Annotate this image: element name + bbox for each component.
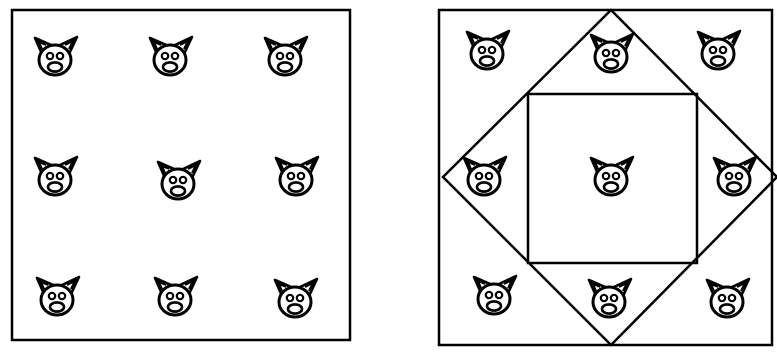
right-panel [439, 10, 777, 345]
left-panel [12, 10, 350, 340]
